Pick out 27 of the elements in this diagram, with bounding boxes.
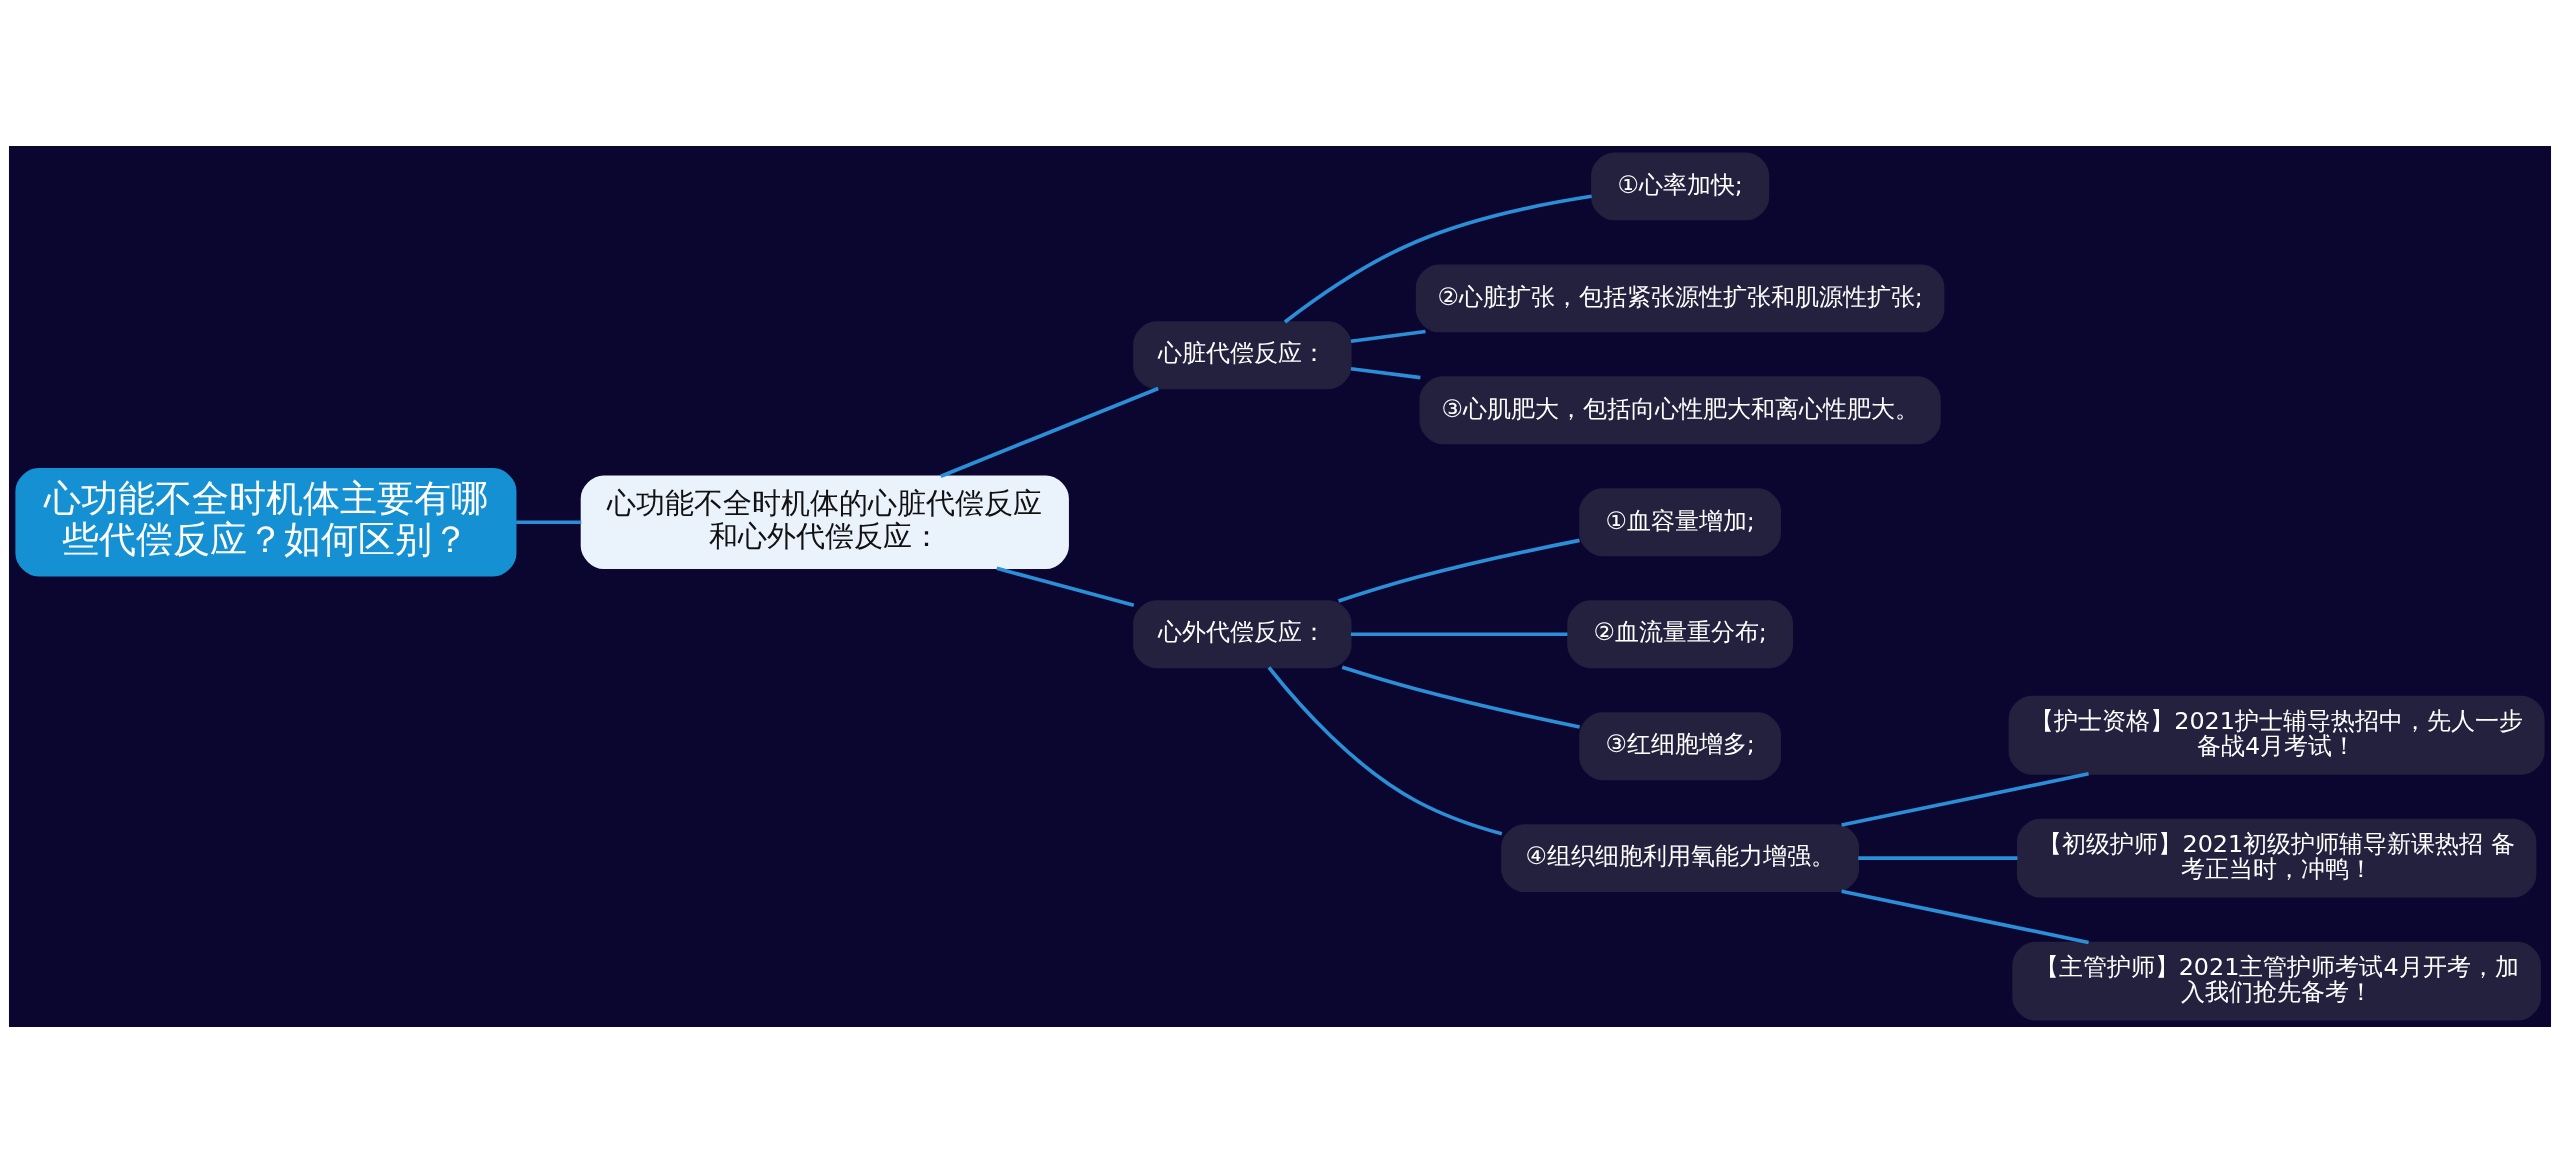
connector [1350, 632, 1568, 637]
node-box: ④组织细胞利用氧能力增强。 [1501, 824, 1860, 893]
node-box: 心功能不全时机体主要有哪些代偿反应？如何区别？ [15, 468, 517, 577]
connector [1350, 366, 1421, 380]
node-box: 心外代偿反应： [1133, 600, 1352, 669]
connector [940, 386, 1159, 478]
connector [1350, 329, 1426, 344]
node-box: 【主管护师】2021主管护师考试4月开考，加入我们抢先备考！ [2012, 941, 2541, 1021]
connector [1283, 194, 1592, 324]
node-box: 心功能不全时机体的心脏代偿反应和心外代偿反应： [580, 475, 1069, 570]
connector [1267, 666, 1503, 836]
node-box: ②血流量重分布; [1567, 600, 1793, 669]
node-box: ②心脏扩张，包括紧张源性扩张和肌源性扩张; [1415, 264, 1945, 333]
connector [1341, 665, 1580, 729]
node-box: ③心肌肥大，包括向心性肥大和离心性肥大。 [1419, 376, 1941, 445]
node-box: ①心率加快; [1591, 152, 1770, 221]
connector [516, 520, 582, 525]
connector [996, 566, 1135, 608]
node-box: ③红细胞增多; [1579, 712, 1782, 781]
connector [1338, 538, 1580, 603]
node-box: 【初级护师】2021初级护师辅导新课热招 备考正当时，冲鸭！ [2016, 818, 2537, 898]
node-box: 心脏代偿反应： [1133, 321, 1352, 390]
node-box: ①血容量增加; [1579, 488, 1782, 557]
connector [1858, 856, 2018, 860]
connector [1841, 889, 2089, 945]
node-box: 【护士资格】2021护士辅导热招中，先人一步备战4月考试！ [2008, 695, 2545, 775]
connector [1841, 772, 2089, 827]
